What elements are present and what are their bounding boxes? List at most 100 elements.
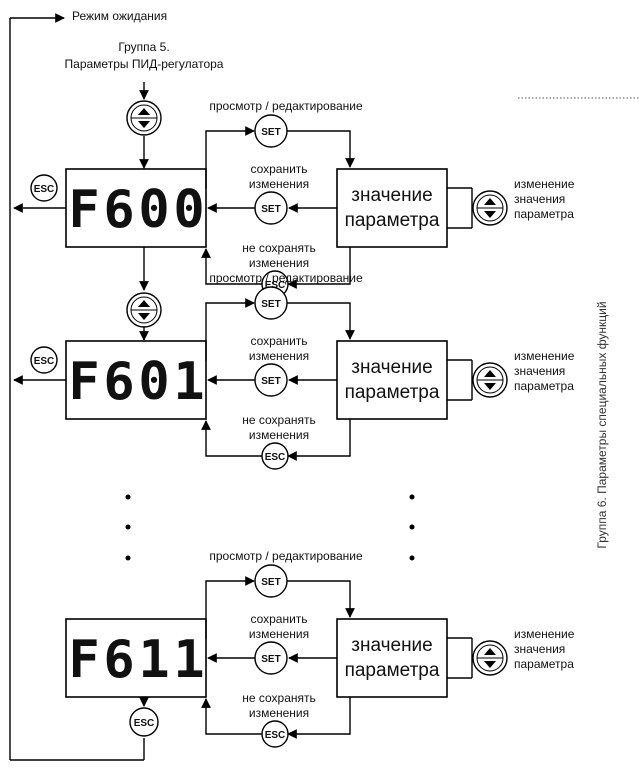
arrow-up-icon <box>484 648 496 655</box>
block-3-view-path-b <box>287 580 355 618</box>
group-title-line2: Параметры ПИД-регулатора <box>65 57 224 71</box>
block-1-esc-left-button-ring <box>30 174 58 202</box>
ellipsis-dot-5 <box>409 524 415 530</box>
block-1-change-line1: изменение <box>514 177 575 191</box>
nav-updown-icon-top[interactable] <box>126 100 162 136</box>
arrow-up-icon <box>138 300 150 307</box>
block-2-nosave-line1: не сохранять <box>242 413 316 427</box>
block-1-nosave-line1: не сохранять <box>242 241 316 255</box>
arrow-up-icon <box>138 108 150 115</box>
block-3-set-view-button[interactable]: SET <box>254 564 288 598</box>
block-3-value-line1: значение <box>351 635 433 656</box>
block-3-esc-nosave-button[interactable]: ESC <box>261 720 289 748</box>
ellipsis-dot-1 <box>125 494 131 500</box>
block-1-value-box <box>336 168 448 248</box>
block-2-esc-left-button-label: ESC <box>34 356 55 367</box>
block-3-save-line2: изменения <box>249 627 309 641</box>
block-2-value-line1: значение <box>351 357 433 378</box>
block-1-set-view-button[interactable]: SET <box>254 114 288 148</box>
block-3-display-digit-2: 6 <box>103 630 134 690</box>
ellipsis-dot-4 <box>409 494 415 500</box>
block-3-esc-nosave-button-label: ESC <box>265 730 286 741</box>
block-2-esc-left-button-ring <box>30 346 58 374</box>
block-1-display-digit-2: 6 <box>103 180 134 240</box>
block-1-esc-left-button-label: ESC <box>34 184 55 195</box>
block-2-value-line2: параметра <box>345 382 440 403</box>
arrow-down-icon <box>138 121 150 128</box>
block-1-display-digit-4: 0 <box>173 180 204 240</box>
block-2-change-line1: изменение <box>514 349 575 363</box>
block-2-set-save-button[interactable]: SET <box>254 363 288 397</box>
nav-updown-icon-middle[interactable] <box>126 292 162 328</box>
block-3-nosave-path-a <box>287 697 351 739</box>
block-1-save-line1: сохранить <box>250 162 307 176</box>
block-1-set-save-button[interactable]: SET <box>254 191 288 225</box>
block-2-nosave-path-b <box>201 420 262 457</box>
block-2-display <box>65 340 207 420</box>
block-1-display <box>65 168 207 248</box>
block-2-display-digit-2: 6 <box>103 352 134 412</box>
block-1-esc-left-button[interactable]: ESC <box>30 174 58 202</box>
block-3-nav-updown-icon[interactable] <box>472 640 508 676</box>
block-1-nosave-line2: изменения <box>249 256 309 270</box>
block-2-view-path-b <box>287 302 355 340</box>
block-2-esc-left-button[interactable]: ESC <box>30 346 58 374</box>
block-3-nosave-line1: не сохранять <box>242 691 316 705</box>
block-1-view-path-a <box>205 126 255 189</box>
block-1-nosave-path-b <box>201 248 262 285</box>
block-2-view-path-a <box>205 298 255 361</box>
block-1-nav-updown-icon[interactable] <box>472 190 508 226</box>
arrow-down-icon <box>138 313 150 320</box>
arrow-down-icon <box>484 211 496 218</box>
block-2-esc-nosave-button[interactable]: ESC <box>261 442 289 470</box>
block-2-view-edit-label: просмотр / редактирование <box>209 271 363 285</box>
block-3-display-digit-3: 1 <box>138 630 169 690</box>
standby-label: Режим ожидания <box>72 9 167 23</box>
block-3-view-edit-label: просмотр / редактирование <box>209 549 363 563</box>
block-1-change-line2: значения <box>514 192 565 206</box>
block-2-change-line2: значения <box>514 364 565 378</box>
block-1-save-line2: изменения <box>249 177 309 191</box>
arrow-down-icon <box>484 383 496 390</box>
arrow-down-icon <box>484 661 496 668</box>
block-1-set-view-button-label: SET <box>261 127 280 138</box>
block-3-display <box>65 618 207 698</box>
group-title-line1: Группа 5. <box>118 40 169 54</box>
block-3-set-save-button-label: SET <box>261 654 280 665</box>
exit-esc-button[interactable]: ESC <box>129 707 159 737</box>
block-2-set-view-button-label: SET <box>261 299 280 310</box>
block-1-value-line2: параметра <box>345 210 440 231</box>
block-3-nosave-path-b <box>201 698 262 735</box>
block-3-nosave-line2: изменения <box>249 706 309 720</box>
side-title: Группа 6. Параметры специальных функций <box>595 301 609 548</box>
block-3-view-path-a <box>205 576 255 639</box>
block-2-nosave-line2: изменения <box>249 428 309 442</box>
block-2-set-save-button-label: SET <box>261 376 280 387</box>
ellipsis-dot-6 <box>409 555 415 561</box>
block-2-nosave-path-a <box>287 419 351 461</box>
block-3-change-line1: изменение <box>514 627 575 641</box>
block-1-change-line3: параметра <box>514 207 574 221</box>
block-2-value-box <box>336 340 448 420</box>
block-3-display-digit-4: 1 <box>173 630 204 690</box>
block-2-display-digit-4: 1 <box>173 352 204 412</box>
block-3-save-line1: сохранить <box>250 612 307 626</box>
block-3-value-box <box>336 618 448 698</box>
block-1-view-edit-label: просмотр / редактирование <box>209 99 363 113</box>
block-2-save-line2: изменения <box>249 349 309 363</box>
ellipsis-dot-2 <box>125 524 131 530</box>
block-1-view-path-b <box>287 130 355 168</box>
block-2-change-line3: параметра <box>514 379 574 393</box>
block-3-change-line3: параметра <box>514 657 574 671</box>
block-3-set-view-button-label: SET <box>261 577 280 588</box>
block-1-set-save-button-label: SET <box>261 204 280 215</box>
block-1-value-line1: значение <box>351 185 433 206</box>
block-2-nav-updown-icon[interactable] <box>472 362 508 398</box>
block-2-set-view-button[interactable]: SET <box>254 286 288 320</box>
block-2-save-line1: сохранить <box>250 334 307 348</box>
block-3-value-line2: параметра <box>345 660 440 681</box>
block-3-set-save-button[interactable]: SET <box>254 641 288 675</box>
block-2-display-digit-1: F <box>68 352 99 412</box>
block-1-esc-nosave-button-label: ESC <box>265 280 286 291</box>
